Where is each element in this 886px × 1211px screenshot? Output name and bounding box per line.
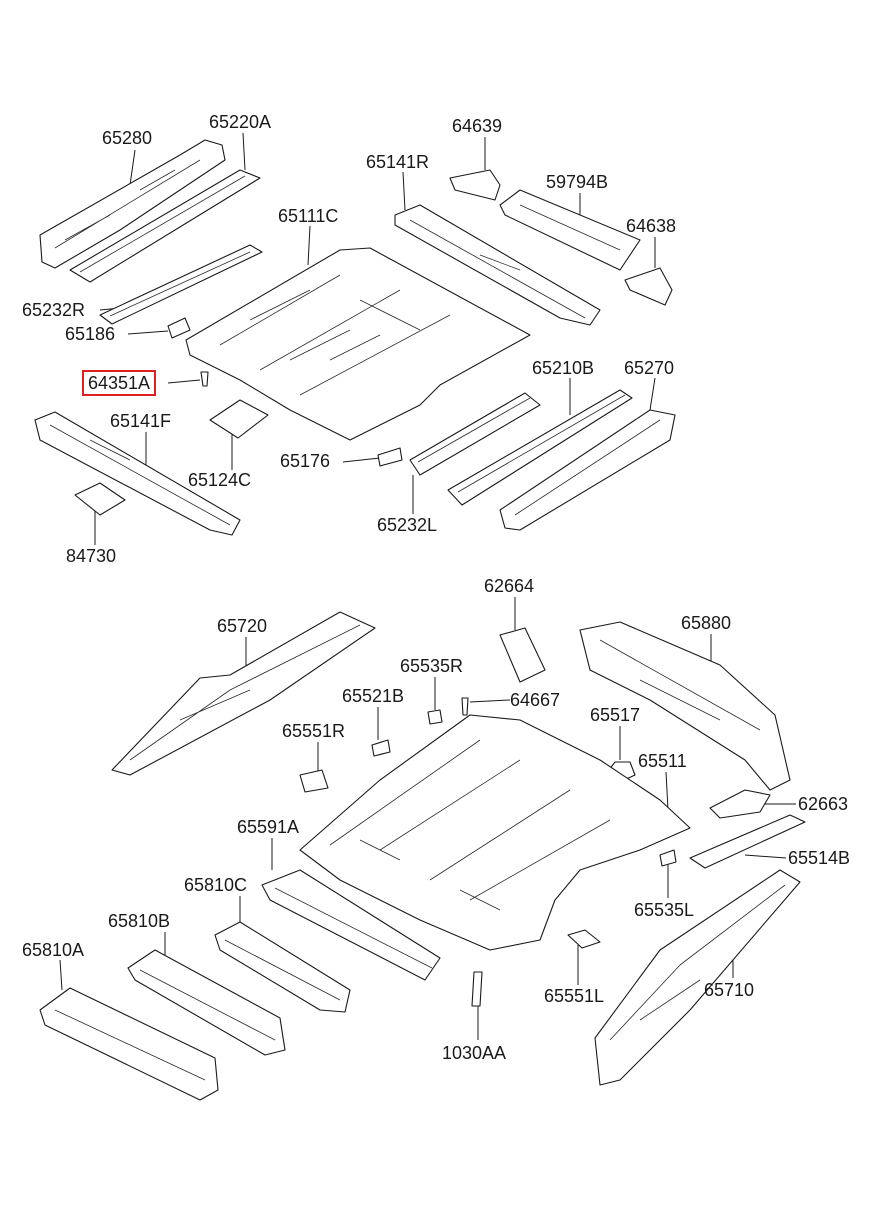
- part-label-65111C[interactable]: 65111C: [278, 206, 339, 226]
- part-65270-shape: [499, 409, 676, 531]
- part-label-84730[interactable]: 84730: [66, 546, 117, 566]
- part-label-65186[interactable]: 65186: [65, 324, 116, 344]
- leader-lines: [59, 132, 796, 1040]
- part-65210B-shape: [447, 389, 633, 506]
- part-65551L-shape: [567, 929, 601, 949]
- part-label-65535R[interactable]: 65535R: [400, 656, 464, 676]
- part-65810B-shape: [127, 949, 286, 1056]
- part-label-65270[interactable]: 65270: [624, 358, 675, 378]
- part-label-65232R[interactable]: 65232R: [22, 300, 86, 320]
- part-65186-shape: [167, 317, 191, 339]
- part-label-65521B[interactable]: 65521B: [342, 686, 405, 706]
- part-65176-shape: [377, 447, 403, 467]
- part-label-65141F[interactable]: 65141F: [110, 411, 172, 431]
- part-label-64638[interactable]: 64638: [626, 216, 677, 236]
- part-65511-shape: [299, 714, 691, 951]
- part-label-65810A[interactable]: 65810A: [22, 940, 85, 960]
- part-64638-shape: [624, 267, 673, 306]
- part-label-65551L[interactable]: 65551L: [544, 986, 605, 1006]
- part-label-65517[interactable]: 65517: [590, 705, 641, 725]
- part-label-65220A[interactable]: 65220A: [209, 112, 272, 132]
- part-1030AA-shape: [471, 971, 483, 1007]
- part-label-62663[interactable]: 62663: [798, 794, 849, 814]
- part-label-65511[interactable]: 65511: [638, 751, 687, 771]
- part-label-65232L[interactable]: 65232L: [377, 515, 438, 535]
- part-65535R-shape: [427, 709, 443, 725]
- part-label-65141R[interactable]: 65141R: [366, 152, 430, 172]
- part-65810C-shape: [214, 921, 351, 1013]
- part-label-65210B[interactable]: 65210B: [532, 358, 595, 378]
- part-label-64351A[interactable]: 64351A: [82, 370, 157, 396]
- part-65551R-shape: [299, 769, 329, 793]
- part-64639-shape: [449, 169, 501, 201]
- part-65220A-shape: [69, 169, 261, 283]
- part-label-65535L[interactable]: 65535L: [634, 900, 695, 920]
- part-label-65124C[interactable]: 65124C: [188, 470, 252, 490]
- part-label-65810B[interactable]: 65810B: [108, 911, 171, 931]
- part-65280-shape: [39, 139, 226, 269]
- part-65591A-shape: [261, 869, 441, 981]
- part-65720-shape: [111, 611, 376, 776]
- part-label-65591A[interactable]: 65591A: [237, 817, 300, 837]
- part-65232L-shape: [409, 392, 541, 476]
- part-65810A-shape: [39, 987, 219, 1101]
- part-65535L-shape: [659, 849, 677, 867]
- part-65111C-shape: [185, 247, 531, 441]
- part-label-65880[interactable]: 65880: [681, 613, 732, 633]
- part-64667-shape: [461, 697, 469, 716]
- part-label-65514B[interactable]: 65514B: [788, 848, 851, 868]
- part-64351A-shape: [200, 371, 209, 387]
- part-label-62664[interactable]: 62664: [484, 576, 535, 596]
- part-65710-shape: [594, 869, 801, 1086]
- part-label-64667[interactable]: 64667: [510, 690, 561, 710]
- part-label-65720[interactable]: 65720: [217, 616, 268, 636]
- part-62663-shape: [709, 789, 771, 819]
- part-65514B-shape: [689, 814, 806, 869]
- part-59794B-shape: [499, 189, 641, 271]
- part-65141F-shape: [34, 411, 241, 536]
- part-84730-shape: [74, 482, 126, 516]
- part-label-65710[interactable]: 65710: [704, 980, 755, 1000]
- part-62664-shape: [499, 627, 546, 683]
- part-label-65176[interactable]: 65176: [280, 451, 331, 471]
- part-65232R-shape: [99, 244, 263, 325]
- part-label-64639[interactable]: 64639: [452, 116, 503, 136]
- part-65124C-shape: [209, 399, 269, 439]
- part-label-65551R[interactable]: 65551R: [282, 721, 346, 741]
- part-65521B-shape: [371, 739, 391, 757]
- part-label-59794B[interactable]: 59794B: [546, 172, 609, 192]
- part-label-65810C[interactable]: 65810C: [184, 875, 248, 895]
- part-65141R-shape: [394, 204, 601, 326]
- part-label-65280[interactable]: 65280: [102, 128, 153, 148]
- part-65880-shape: [579, 621, 791, 791]
- part-label-1030AA[interactable]: 1030AA: [442, 1043, 507, 1063]
